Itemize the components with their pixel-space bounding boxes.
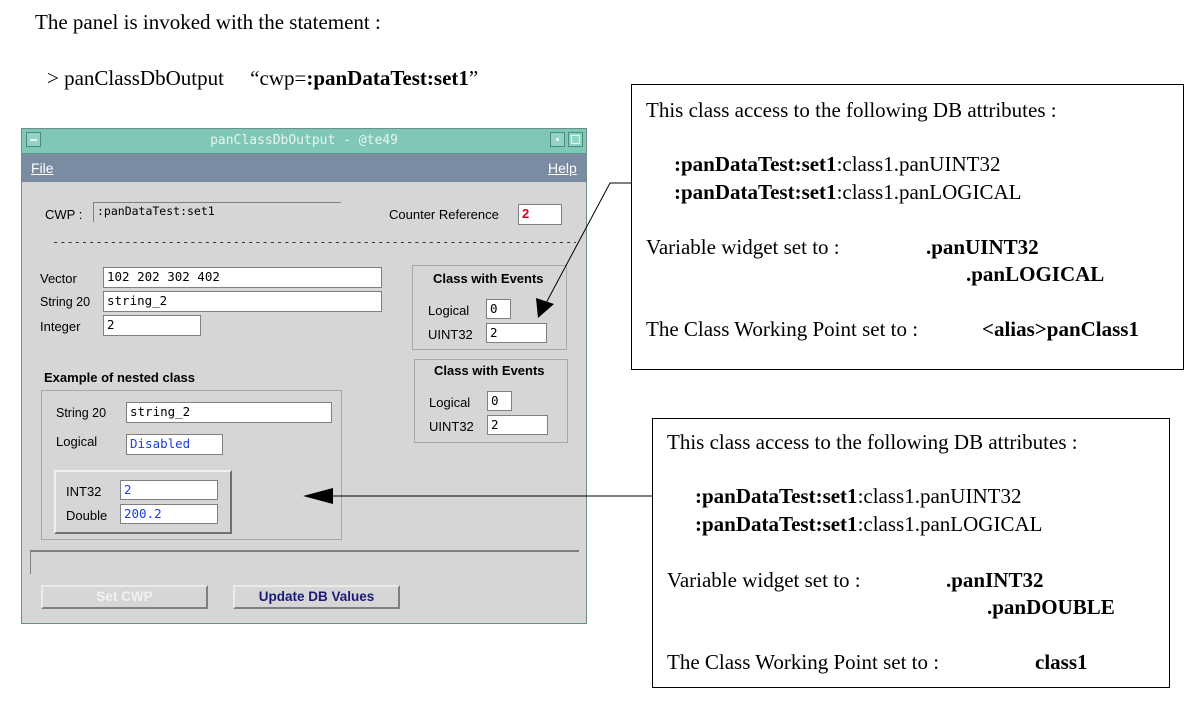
events-group-title: Class with Events [433,271,544,286]
box2-cwp-value: class1 [1035,650,1088,674]
box2-cwp-label: The Class Working Point set to : [667,650,940,674]
box2-heading: This class access to the following DB at… [667,430,1078,454]
maximize-icon [571,135,580,144]
logical-input[interactable]: 0 [486,299,511,319]
box1-attr2-name: :class1.panLOGICAL [836,180,1022,204]
counter-reference-value: 2 [518,204,562,225]
nested-logical-label: Logical [56,434,98,449]
nested-sub-class-frame: INT32 2 Double 200.2 [54,470,232,534]
vector-input[interactable]: 102 202 302 402 [103,267,382,288]
box2-attr2-prefix: :panDataTest:set1 [695,512,858,536]
logical-input[interactable]: 0 [487,391,512,411]
update-db-values-button[interactable]: Update DB Values [233,585,400,609]
class-with-events-group-1: Class with Events Logical 0 UINT32 2 [412,265,567,350]
int32-value: 2 [120,480,218,500]
box1-widget-value-1: .panUINT32 [926,235,1039,259]
string20-input[interactable]: string_2 [103,291,382,312]
cwp-open-quote: “cwp= [250,66,307,90]
menu-bar: File Help [22,154,586,182]
int32-label: INT32 [66,484,102,499]
string20-label: String 20 [40,295,91,309]
box1-attribute-1: :panDataTest:set1:class1.panUINT32 [674,152,1000,177]
cwp-argument: :panDataTest:set1 [306,66,469,90]
integer-input[interactable]: 2 [103,315,201,336]
box1-widget-value-2: .panLOGICAL [966,262,1105,286]
set-cwp-button[interactable]: Set CWP [41,585,208,609]
vector-label: Vector [40,271,77,286]
box2-attr1-name: :class1.panUINT32 [857,484,1022,508]
window-title: panClassDbOutput - @te49 [210,133,398,148]
double-value: 200.2 [120,504,218,524]
box1-cwp-label: The Class Working Point set to : [646,317,919,341]
box1-cwp-value: <alias>panClass1 [982,317,1139,341]
nested-string20-input[interactable]: string_2 [126,402,332,423]
box1-attr1-prefix: :panDataTest:set1 [674,152,837,176]
box2-attribute-2: :panDataTest:set1:class1.panLOGICAL [695,512,1042,537]
cwp-close-quote: ” [468,66,479,90]
logical-label: Logical [429,395,471,410]
class-with-events-group-2: Class with Events Logical 0 UINT32 2 [414,359,568,443]
box1-attr2-prefix: :panDataTest:set1 [674,180,837,204]
box2-widget-label: Variable widget set to : [667,568,861,592]
arrow-line-1 [544,182,632,306]
double-label: Double [66,508,108,523]
menu-file[interactable]: File [31,160,54,176]
intro-line: The panel is invoked with the statement … [35,10,381,34]
counter-reference-label: Counter Reference [389,207,499,222]
nested-string20-label: String 20 [56,406,107,420]
nested-class-title: Example of nested class [44,370,196,385]
panel-window: panClassDbOutput - @te49 File Help CWP :… [21,128,587,624]
cwp-input[interactable]: :panDataTest:set1 [93,202,341,222]
box2-attr1-prefix: :panDataTest:set1 [695,484,858,508]
integer-label: Integer [40,319,81,334]
window-menu-button[interactable] [26,132,41,147]
nested-class-group: String 20 string_2 Logical Disabled INT3… [41,390,342,540]
uint32-label: UINT32 [429,419,474,434]
box2-widget-value-2: .panDOUBLE [987,595,1115,619]
minus-icon [30,139,37,141]
cwp-label: CWP : [45,207,83,222]
box1-attribute-2: :panDataTest:set1:class1.panLOGICAL [674,180,1021,205]
arrowhead-1 [536,298,554,318]
arrowhead-2 [303,488,333,504]
annotation-box-2: This class access to the following DB at… [652,418,1170,688]
menu-help[interactable]: Help [548,160,577,176]
minimize-button[interactable] [550,132,565,147]
box2-attribute-1: :panDataTest:set1:class1.panUINT32 [695,484,1021,509]
uint32-input[interactable]: 2 [486,323,547,343]
logical-label: Logical [428,303,470,318]
message-area [30,550,579,574]
box1-attr1-name: :class1.panUINT32 [836,152,1001,176]
minimize-icon [556,138,559,141]
invoke-statement: > panClassDbOutput “cwp=:panDataTest:set… [47,66,478,91]
annotation-box-1: This class access to the following DB at… [631,84,1184,370]
uint32-input[interactable]: 2 [487,415,548,435]
title-bar[interactable]: panClassDbOutput - @te49 [22,129,586,154]
maximize-button[interactable] [568,132,583,147]
command-name: > panClassDbOutput [47,66,224,90]
events-group-title: Class with Events [434,363,545,378]
box2-widget-value-1: .panINT32 [946,568,1044,592]
box1-widget-label: Variable widget set to : [646,235,840,259]
separator-line: ----------------------------------------… [52,235,576,249]
nested-logical-value: Disabled [126,434,223,455]
box1-heading: This class access to the following DB at… [646,98,1057,122]
uint32-label: UINT32 [428,327,473,342]
box2-attr2-name: :class1.panLOGICAL [857,512,1043,536]
